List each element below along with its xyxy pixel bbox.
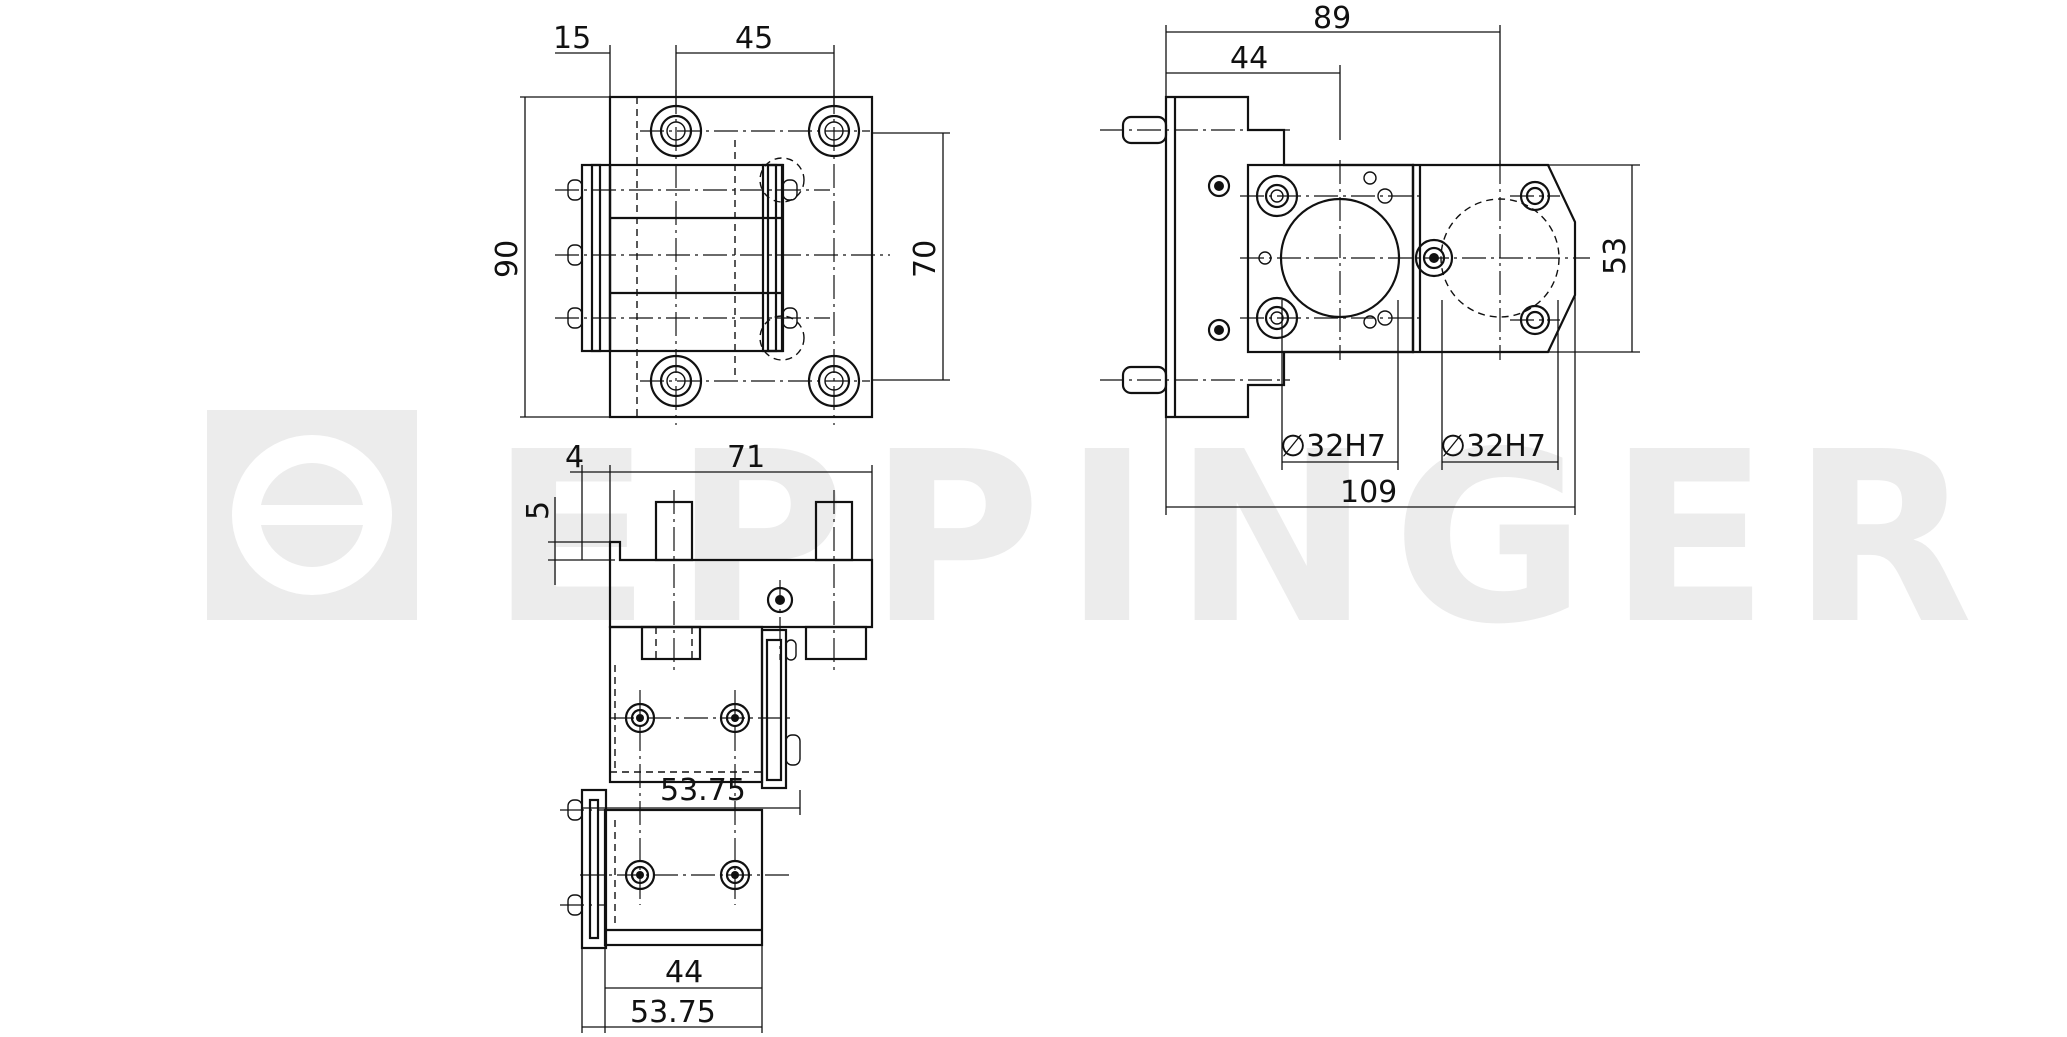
dim-side-hole-offset: 44: [1230, 41, 1268, 76]
top-view: 4 71 5 53.75 44 53.75: [521, 440, 874, 1033]
dim-top-mid-width: 53.75: [660, 773, 746, 808]
dim-top-pin-height: 5: [521, 501, 556, 520]
watermark-text: EPPINGER: [490, 401, 1995, 676]
dim-front-hole-spacing: 45: [735, 21, 773, 56]
dim-side-bore-right: ∅32H7: [1440, 429, 1546, 464]
dim-side-total-length: 109: [1340, 475, 1397, 510]
dim-front-inner-height: 70: [908, 240, 943, 278]
dim-front-height: 90: [490, 240, 525, 278]
dim-side-bore-left: ∅32H7: [1280, 429, 1386, 464]
dim-top-bottom-inner: 44: [665, 955, 703, 990]
dim-top-width: 71: [727, 440, 765, 475]
front-view: 15 45 90 70: [490, 21, 950, 425]
dim-side-height: 53: [1598, 237, 1633, 275]
corner-holes: [649, 104, 861, 408]
dim-front-offset: 15: [553, 21, 591, 56]
side-view: 89 44 53 ∅32H7 ∅32H7 109: [1100, 1, 1640, 515]
dim-top-bottom-outer: 53.75: [630, 995, 716, 1030]
dim-top-left-offset: 4: [565, 440, 584, 475]
side-holes: [1207, 171, 1551, 342]
watermark: EPPINGER: [207, 401, 1995, 676]
dim-side-overall-width: 89: [1313, 1, 1351, 36]
